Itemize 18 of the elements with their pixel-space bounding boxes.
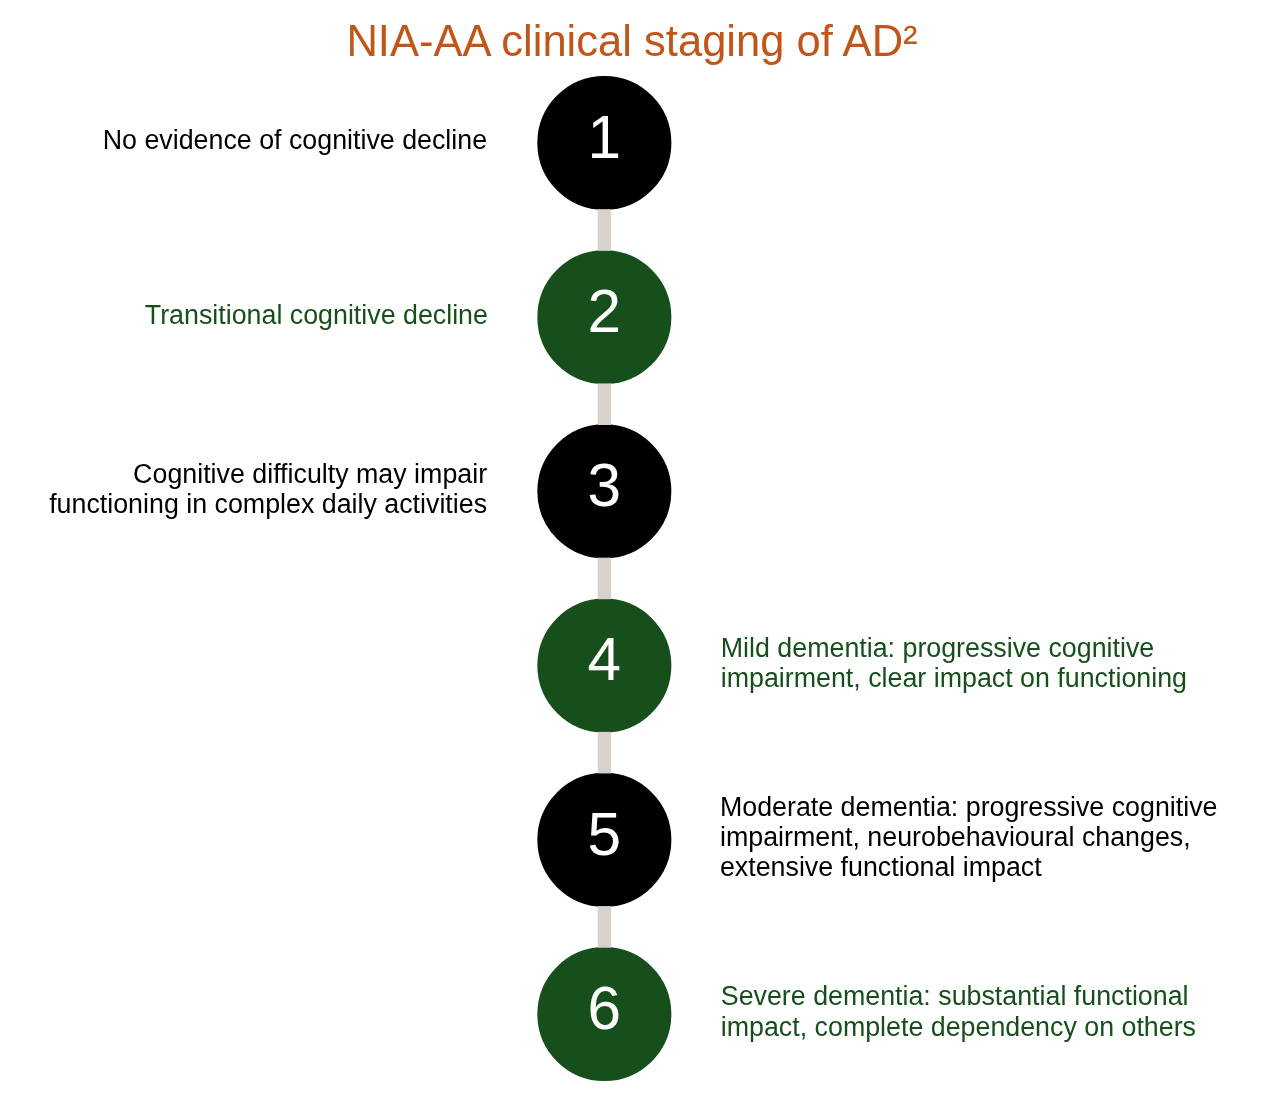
- diagram-title: NIA-AA clinical staging of AD²: [345, 17, 918, 66]
- node-circle: 1: [536, 75, 671, 210]
- connector: [597, 557, 611, 600]
- node-circle: 6: [536, 947, 671, 1082]
- node-circle: 4: [536, 598, 671, 733]
- node-label: Cognitive difficulty may impair functioning in complex daily activities: [48, 458, 487, 519]
- node-label: Transitional cognitive decline: [144, 299, 488, 330]
- connector: [597, 383, 611, 425]
- node-label: Severe dementia: substantial functional impact, complete dependency on others: [720, 981, 1196, 1042]
- connector: [597, 209, 611, 251]
- connector: [597, 906, 611, 948]
- node-circle: 5: [536, 772, 671, 907]
- connector: [597, 731, 611, 774]
- node-label: Mild dementia: progressive cognitive impairment, clear impact on functioning: [720, 632, 1187, 694]
- node-label: No evidence of cognitive decline: [102, 125, 487, 156]
- node-circle: 2: [536, 250, 671, 385]
- node-circle: 3: [536, 424, 671, 559]
- node-label: Moderate dementia: progressive cognitive impairment, neurobehavioural changes, extensive functional impact: [719, 792, 1217, 883]
